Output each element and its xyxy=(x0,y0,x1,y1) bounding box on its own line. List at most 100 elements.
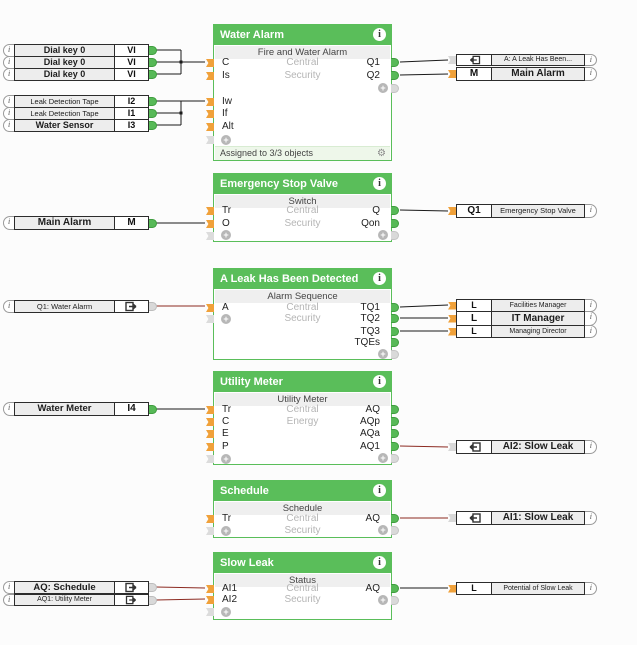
source-connector[interactable] xyxy=(149,46,157,55)
function-block-utility-meter[interactable]: Utility Meter i Utility Meter Tr C E P C… xyxy=(206,371,399,465)
function-block-schedule[interactable]: Schedule i Schedule Tr Central Security … xyxy=(206,480,399,538)
ref-pill-ai2-slow-leak[interactable]: i AI2: Slow Leak xyxy=(448,440,597,454)
wire-leaksensors-to-Iw[interactable] xyxy=(156,100,205,126)
input-connector[interactable] xyxy=(206,443,214,451)
destination-connector[interactable] xyxy=(448,584,456,593)
source-connector[interactable] xyxy=(149,404,157,414)
destination-connector-ref[interactable] xyxy=(448,56,456,64)
add-input-button[interactable]: + xyxy=(221,135,231,145)
destination-connector-ref[interactable] xyxy=(448,514,456,522)
source-connector[interactable] xyxy=(149,121,157,130)
info-icon[interactable]: i xyxy=(373,484,386,497)
ref-pill-a-leak-detected[interactable]: i A: A Leak Has Been... xyxy=(448,54,597,66)
destination-connector[interactable] xyxy=(448,70,456,78)
wire-Q1-to-ref[interactable] xyxy=(399,59,449,63)
function-block-leak-detected[interactable]: A Leak Has Been Detected i Alarm Sequenc… xyxy=(206,268,399,360)
input-connector[interactable] xyxy=(206,110,214,118)
info-icon[interactable]: i xyxy=(373,272,386,285)
add-output-button[interactable]: + xyxy=(378,230,388,240)
input-connector[interactable] xyxy=(206,596,214,604)
destination-connector[interactable] xyxy=(448,327,456,336)
add-input-button[interactable]: + xyxy=(221,526,231,536)
output-connector[interactable] xyxy=(391,206,399,215)
output-connector[interactable] xyxy=(391,58,399,67)
source-connector[interactable] xyxy=(149,109,157,118)
destination-connector-ref[interactable] xyxy=(448,443,456,451)
ref-pill-aq1-utility-meter[interactable]: i AQ1: Utility Meter xyxy=(3,594,157,606)
ref-pill-aq-schedule[interactable]: i AQ: Schedule xyxy=(3,581,157,594)
add-input-button[interactable]: + xyxy=(221,230,231,240)
source-connector-ref[interactable] xyxy=(149,302,157,311)
add-output-button[interactable]: + xyxy=(378,453,388,463)
destination-connector[interactable] xyxy=(448,314,456,323)
refwire-aqschedule-to-AI1[interactable] xyxy=(155,586,206,589)
wire-Q-to-esv[interactable] xyxy=(399,209,449,212)
input-connector[interactable] xyxy=(206,430,214,438)
info-icon[interactable]: i xyxy=(373,177,386,190)
input-connector[interactable] xyxy=(206,304,214,312)
function-block-slow-leak[interactable]: Slow Leak i Status AI1 AI2 Central Secur… xyxy=(206,552,399,620)
add-output-button[interactable]: + xyxy=(378,595,388,605)
output-connector[interactable] xyxy=(391,314,399,323)
input-connector[interactable] xyxy=(206,72,214,80)
add-input-button[interactable]: + xyxy=(221,454,231,464)
info-icon[interactable]: i xyxy=(373,556,386,569)
output-connector[interactable] xyxy=(391,327,399,336)
gear-icon[interactable]: ⚙ xyxy=(377,148,386,159)
add-input-button[interactable]: + xyxy=(221,607,231,617)
source-connector[interactable] xyxy=(149,97,157,106)
output-connector[interactable] xyxy=(391,405,399,414)
input-connector[interactable] xyxy=(206,123,214,131)
destination-connector[interactable] xyxy=(448,207,456,215)
output-connector[interactable] xyxy=(391,514,399,523)
output-connector[interactable] xyxy=(391,417,399,426)
source-connector-ref[interactable] xyxy=(149,583,157,592)
refwire-AQ1-to-AI2[interactable] xyxy=(399,445,449,448)
add-output-button[interactable]: + xyxy=(378,83,388,93)
output-connector[interactable] xyxy=(391,584,399,593)
destination-connector[interactable] xyxy=(448,301,456,310)
refwire-aq1utility-to-AI2[interactable] xyxy=(155,598,206,601)
function-block-water-alarm[interactable]: Water Alarm i Fire and Water Alarm C Is … xyxy=(206,24,399,161)
output-connector[interactable] xyxy=(391,429,399,438)
source-connector[interactable] xyxy=(149,58,157,67)
output-connector[interactable] xyxy=(391,219,399,228)
input-connector[interactable] xyxy=(206,418,214,426)
input-connector[interactable] xyxy=(206,98,214,106)
input-connector[interactable] xyxy=(206,406,214,414)
add-input-button[interactable]: + xyxy=(221,314,231,324)
output-connector[interactable] xyxy=(391,338,399,347)
source-connector[interactable] xyxy=(149,218,157,228)
output-connector[interactable] xyxy=(391,303,399,312)
add-output-button[interactable]: + xyxy=(378,525,388,535)
ref-pill-q1-water-alarm[interactable]: i Q1: Water Alarm xyxy=(3,300,157,313)
input-connector[interactable] xyxy=(206,515,214,523)
input-connector[interactable] xyxy=(206,585,214,593)
source-connector[interactable] xyxy=(149,70,157,79)
wire-Q2-to-main-alarm[interactable] xyxy=(399,73,449,76)
info-icon[interactable]: i xyxy=(373,375,386,388)
wire-dialkeys-to-C[interactable] xyxy=(156,49,205,75)
input-connector[interactable] xyxy=(206,220,214,228)
source-connector-ref[interactable] xyxy=(149,595,157,605)
function-block-emergency-stop-valve[interactable]: Emergency Stop Valve i Switch Tr O Centr… xyxy=(206,173,399,242)
input-connector[interactable] xyxy=(206,59,214,67)
output-connector[interactable] xyxy=(391,442,399,451)
wire-TQ1[interactable] xyxy=(399,304,449,308)
info-icon[interactable]: i xyxy=(373,28,386,41)
ref-pill-ai1-slow-leak[interactable]: i AI1: Slow Leak xyxy=(448,511,597,525)
output-connector[interactable] xyxy=(391,71,399,80)
input-connector[interactable] xyxy=(206,207,214,215)
add-output-button[interactable]: + xyxy=(378,349,388,359)
